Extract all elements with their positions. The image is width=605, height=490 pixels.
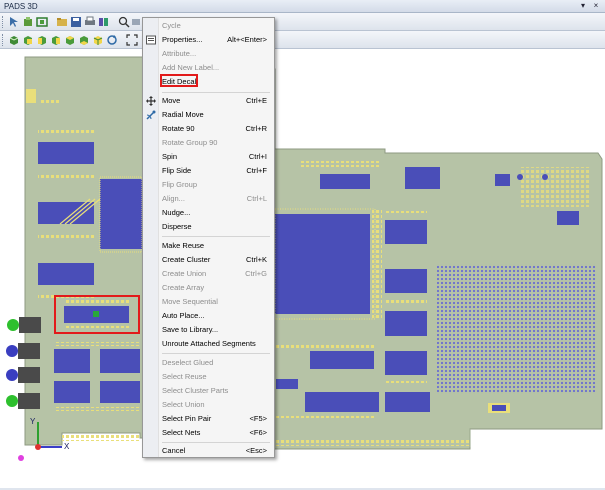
x-axis-label: X xyxy=(64,442,70,451)
zoom-icon[interactable] xyxy=(118,16,130,28)
properties-icon xyxy=(146,35,156,45)
rotate-view-icon[interactable] xyxy=(106,34,118,46)
edit-decal-highlight xyxy=(160,74,198,87)
menu-item-unroute-attached-segments[interactable]: Unroute Attached Segments xyxy=(162,339,256,348)
menu-separator xyxy=(162,442,270,443)
board-canvas[interactable]: Y X xyxy=(0,49,605,488)
fit-icon[interactable] xyxy=(126,34,138,46)
menu-item-select-union[interactable]: Select Union xyxy=(162,400,205,409)
menu-item-save-to-library[interactable]: Save to Library... xyxy=(162,325,219,334)
toolbar-grip[interactable] xyxy=(2,16,5,28)
menu-item-edit-decal[interactable]: Edit Decal xyxy=(162,77,197,86)
menu-separator xyxy=(162,92,270,93)
view-iso-icon[interactable] xyxy=(92,34,104,46)
menu-item-disperse[interactable]: Disperse xyxy=(162,222,192,231)
menu-item-radial-move[interactable]: Radial Move xyxy=(143,108,274,122)
menu-item-align[interactable]: Align...Ctrl+L xyxy=(162,194,267,203)
measure-icon[interactable] xyxy=(130,16,142,28)
menu-separator xyxy=(162,353,270,354)
view-left-icon[interactable] xyxy=(36,34,48,46)
menu-item-select-pin-pair[interactable]: Select Pin Pair<F5> xyxy=(162,414,267,423)
menu-icon-gutter xyxy=(143,18,159,457)
component xyxy=(38,142,94,164)
selected-component-highlight xyxy=(54,295,140,334)
save-icon[interactable] xyxy=(70,16,82,28)
view-toolbar xyxy=(0,31,605,49)
title-bar: PADS 3D ▾ × xyxy=(0,0,605,13)
open-icon[interactable] xyxy=(56,16,68,28)
menu-item-cancel[interactable]: Cancel<Esc> xyxy=(162,446,267,455)
menu-item-nudge[interactable]: Nudge... xyxy=(162,208,191,217)
pan-icon[interactable] xyxy=(22,16,34,28)
bga-array xyxy=(437,264,597,394)
menu-item-select-reuse[interactable]: Select Reuse xyxy=(162,372,207,381)
y-axis-label: Y xyxy=(30,417,36,426)
view-front-icon[interactable] xyxy=(8,34,20,46)
select-icon[interactable] xyxy=(8,16,20,28)
context-menu: Cycle Properties...Alt+<Enter> Attribute… xyxy=(142,17,275,458)
origin-marker xyxy=(18,455,24,461)
menu-item-select-cluster-parts[interactable]: Select Cluster Parts xyxy=(162,386,229,395)
dropdown-icon[interactable]: ▾ xyxy=(580,1,585,10)
component xyxy=(38,202,94,224)
menu-item-select-nets[interactable]: Select Nets<F6> xyxy=(162,428,267,437)
toolbar-grip[interactable] xyxy=(2,34,5,46)
zoom-window-icon[interactable] xyxy=(36,16,48,28)
component xyxy=(100,179,142,249)
menu-item-properties[interactable]: Properties...Alt+<Enter> xyxy=(143,33,274,47)
menu-item-rotate-group-90[interactable]: Rotate Group 90 xyxy=(162,138,218,147)
menu-item-cycle[interactable]: Cycle xyxy=(162,21,181,30)
view-right-icon[interactable] xyxy=(50,34,62,46)
component xyxy=(38,263,94,285)
menu-item-flip-group[interactable]: Flip Group xyxy=(162,180,198,189)
move-icon xyxy=(146,96,156,106)
print-icon[interactable] xyxy=(84,16,96,28)
menu-item-auto-place[interactable]: Auto Place... xyxy=(162,311,205,320)
layers-icon[interactable] xyxy=(98,16,110,28)
radial-move-icon xyxy=(146,110,156,120)
menu-separator xyxy=(162,236,270,237)
pcb-board-view: Y X xyxy=(6,56,603,461)
menu-item-attribute[interactable]: Attribute... xyxy=(162,49,197,58)
view-bottom-icon[interactable] xyxy=(78,34,90,46)
menu-item-make-reuse[interactable]: Make Reuse xyxy=(162,241,205,250)
menu-item-create-array[interactable]: Create Array xyxy=(162,283,205,292)
menu-item-deselect-glued[interactable]: Deselect Glued xyxy=(162,358,214,367)
main-toolbar xyxy=(0,13,605,31)
view-back-icon[interactable] xyxy=(22,34,34,46)
window-title: PADS 3D xyxy=(4,2,38,11)
view-top-icon[interactable] xyxy=(64,34,76,46)
menu-item-add-new-label[interactable]: Add New Label... xyxy=(162,63,220,72)
close-icon[interactable]: × xyxy=(593,1,599,10)
menu-item-move-sequential[interactable]: Move Sequential xyxy=(162,297,218,306)
